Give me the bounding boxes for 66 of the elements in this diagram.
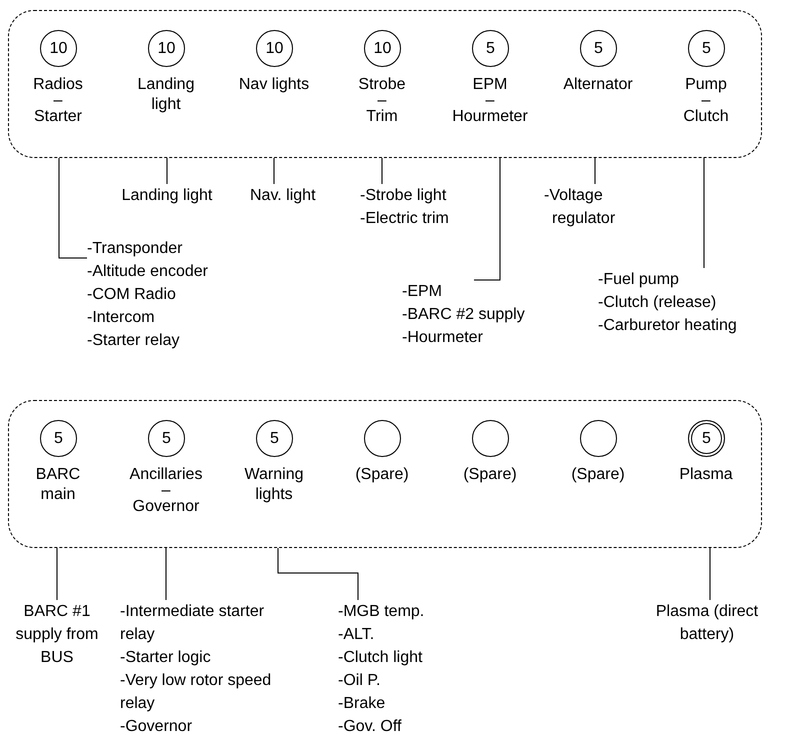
breaker-circle — [472, 420, 509, 457]
breaker-circle: 5 — [256, 420, 293, 457]
breaker-label: Governor — [132, 497, 200, 517]
load-list-item: -Governor — [120, 717, 194, 737]
breaker-circle — [580, 420, 617, 457]
wire-line — [166, 158, 168, 184]
breaker-label: Nav lights — [238, 75, 310, 95]
breaker-circle: 5 — [148, 420, 185, 457]
wire-line — [278, 548, 358, 600]
breaker-circle: 5 — [688, 420, 725, 457]
load-list-item: -Hourmeter — [402, 328, 484, 348]
breaker-panel — [8, 10, 762, 158]
breaker-circle — [364, 420, 401, 457]
load-list-item: -Brake — [338, 694, 386, 714]
breaker-label: Alternator — [563, 75, 633, 95]
load-list-item: -BARC #2 supply — [402, 305, 526, 325]
wire-line — [474, 158, 500, 280]
load-list-item: -EPM — [402, 282, 443, 302]
wire-line — [594, 158, 596, 184]
load-list-item: -Intercom — [87, 308, 156, 328]
breaker-circle: 10 — [148, 30, 185, 67]
load-label: Landing light — [102, 184, 232, 207]
breaker-label: Hourmeter — [452, 107, 528, 127]
breaker-circle: 10 — [364, 30, 401, 67]
load-list-item: -Gov. Off — [338, 717, 402, 737]
breaker-label: Starter — [34, 107, 82, 127]
breaker-label: BARC main — [34, 465, 82, 505]
load-list-item: -Starter logic — [120, 648, 212, 668]
load-label: BARC #1 supply from BUS — [12, 600, 102, 669]
load-list-item: -Starter relay — [87, 331, 180, 351]
breaker-label: Plasma — [679, 465, 733, 485]
load-list-item: -ALT. — [338, 625, 376, 645]
breaker-label: (Spare) — [355, 465, 409, 485]
load-label: -Voltage regulator — [544, 184, 654, 230]
load-list-item: -Intermediate starter relay — [120, 602, 266, 645]
load-list-item: -Very low rotor speed relay — [120, 671, 272, 714]
load-list-item: -MGB temp. — [338, 602, 426, 622]
wire-line — [56, 548, 58, 600]
breaker-label: Landing light — [136, 75, 196, 115]
load-list-item: -Transponder — [87, 239, 184, 259]
breaker-circle: 5 — [40, 420, 77, 457]
breaker-circle: 5 — [688, 30, 725, 67]
breaker-label: Trim — [366, 107, 398, 127]
breaker-label: Warning lights — [244, 465, 304, 505]
breaker-label: (Spare) — [571, 465, 625, 485]
breaker-circle: 5 — [580, 30, 617, 67]
load-list-item: -Strobe light — [360, 186, 448, 206]
load-list-item: -Fuel pump — [598, 270, 680, 290]
load-list-item: -Clutch light — [338, 648, 424, 668]
breaker-label: (Spare) — [463, 465, 517, 485]
load-list-item: -Altitude encoder — [87, 262, 209, 282]
breaker-circle: 10 — [40, 30, 77, 67]
load-label: Nav. light — [250, 184, 350, 207]
load-label: Plasma (direct battery) — [637, 600, 777, 646]
breaker-label: Clutch — [683, 107, 729, 127]
breaker-label: – — [702, 92, 710, 109]
breaker-label: Pump — [685, 75, 727, 95]
wire-line — [58, 158, 88, 258]
breaker-circle: 5 — [472, 30, 509, 67]
load-list-item: -Carburetor heating — [598, 316, 738, 336]
load-list-item: -COM Radio — [87, 285, 177, 305]
load-list-item: -Electric trim — [360, 209, 450, 229]
load-list-item: -Oil P. — [338, 671, 382, 691]
breaker-panel — [8, 400, 762, 548]
load-list-item: -Clutch (release) — [598, 293, 718, 313]
breaker-circle: 10 — [256, 30, 293, 67]
